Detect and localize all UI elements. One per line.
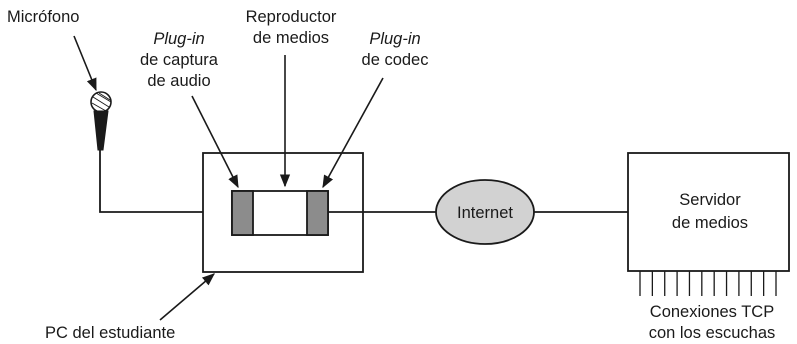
connections-label-line1: Conexiones TCP [650, 303, 774, 321]
media-server-box [627, 152, 790, 272]
media-server-label-line1: Servidor [679, 191, 741, 209]
microphone-label: Micrófono [7, 8, 79, 26]
tcp-connection-lines [639, 271, 777, 296]
microphone-icon [90, 91, 112, 151]
audio-plugin-label-line2: de captura [140, 51, 219, 69]
codec-plugin-label-line2: de codec [362, 51, 429, 69]
microphone-arrow [73, 35, 97, 92]
codec-plugin-arrow [322, 77, 384, 189]
student-pc-arrow [159, 273, 215, 321]
audio-plugin-arrow [191, 95, 239, 189]
audio-plugin-label-line3: de audio [147, 72, 210, 90]
internet-label: Internet [457, 204, 513, 222]
connections-label-line2: con los escuchas [649, 324, 776, 342]
student-pc-label: PC del estudiante [45, 324, 175, 342]
media-player-label-line2: de medios [253, 29, 329, 47]
microphone-cable [99, 150, 232, 213]
media-player-label-line1: Reproductor [246, 8, 337, 26]
audio-capture-plugin-block [231, 190, 254, 236]
codec-plugin-label-line1: Plug-in [369, 30, 420, 48]
codec-plugin-block [306, 190, 329, 236]
audio-plugin-label-line1: Plug-in [153, 30, 204, 48]
media-server-label-line2: de medios [672, 214, 748, 232]
